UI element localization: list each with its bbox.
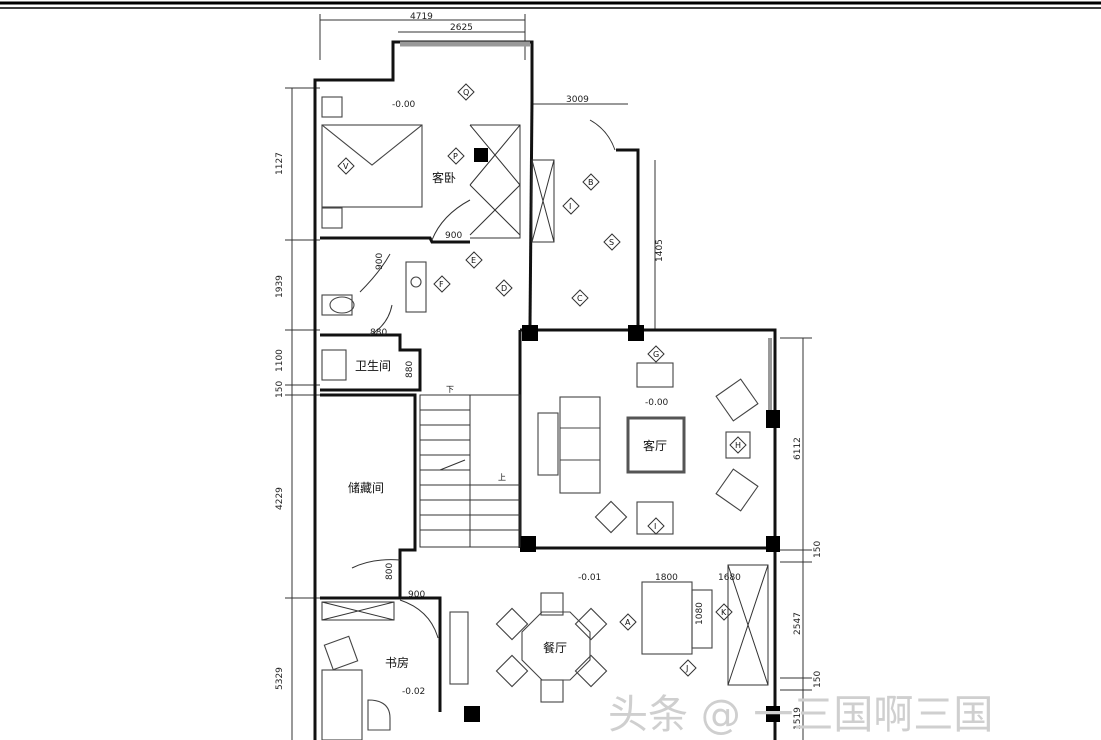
svg-text:V: V (343, 162, 349, 171)
label-dining-room: 餐厅 (543, 640, 567, 655)
dim-door-5: 900 (408, 590, 425, 600)
dim-door-6: 880 (405, 361, 415, 378)
svg-text:G: G (653, 350, 659, 359)
svg-text:F: F (439, 280, 444, 289)
bed (321, 96, 423, 229)
label-study: 书房 (385, 655, 409, 670)
level-study: -0.02 (402, 687, 425, 697)
interior-walls (320, 124, 769, 712)
dim-sofa-depth: 1680 (718, 573, 741, 583)
dim-left-5: 4229 (275, 487, 285, 510)
tag-marker: Q (457, 83, 475, 101)
label-living-room: 客厅 (643, 438, 667, 453)
right-dimension: 1405 6112 150 2547 150 1519 (654, 160, 823, 740)
tag-marker: P (447, 147, 465, 165)
svg-text:I: I (654, 522, 656, 531)
dim-left-4: 150 (275, 381, 285, 398)
dim-door-2: 900 (375, 253, 385, 270)
tag-marker: I (647, 517, 665, 535)
watermark: 头条 @ 一三国啊三国 (608, 692, 993, 738)
left-dimension: 1127 1939 1100 150 4229 5329 (275, 87, 320, 740)
dim-bay: 3009 (566, 95, 589, 105)
dim-right-4: 2547 (793, 612, 803, 635)
svg-text:D: D (501, 284, 507, 293)
dim-top-inner: 2625 (450, 23, 473, 33)
level-dining: -0.01 (578, 573, 601, 583)
dim-right-5: 150 (813, 671, 823, 688)
svg-text:I: I (569, 202, 571, 211)
tag-marker: F (433, 275, 451, 293)
dim-door-3: 880 (370, 328, 387, 338)
top-dimension: 4719 2625 3009 (319, 12, 628, 105)
dim-right-6: 1519 (793, 707, 803, 730)
label-guest-bedroom: 客卧 (432, 170, 456, 185)
dim-left-1: 1127 (275, 152, 285, 175)
index-tags: Q P V B I S E F D C G H I A J K (337, 83, 747, 677)
svg-text:H: H (735, 441, 741, 450)
dim-right-1: 1405 (655, 239, 665, 262)
dim-right-2: 6112 (793, 437, 803, 460)
tag-marker: V (337, 157, 355, 175)
dim-seat: 1080 (695, 602, 705, 625)
tag-marker: G (647, 345, 665, 363)
stair-up-label: 上 (498, 473, 506, 482)
tag-marker: H (729, 436, 747, 454)
dim-sofa-width: 1800 (655, 573, 678, 583)
dim-left-2: 1939 (275, 275, 285, 298)
svg-text:S: S (609, 238, 614, 247)
staircase: 下 上 (419, 385, 521, 548)
study-furniture (321, 635, 391, 740)
svg-text:K: K (721, 608, 727, 617)
svg-text:B: B (588, 178, 594, 187)
label-bathroom: 卫生间 (355, 359, 391, 373)
dim-top-total: 4719 (410, 12, 433, 22)
tag-marker: C (571, 289, 589, 307)
dim-door-1: 900 (445, 231, 462, 241)
svg-text:J: J (685, 664, 688, 673)
svg-text:E: E (471, 256, 476, 265)
svg-text:C: C (577, 294, 583, 303)
tag-marker: I (562, 197, 580, 215)
doors (351, 119, 616, 639)
dim-right-3: 150 (813, 541, 823, 558)
tag-marker: B (582, 173, 600, 191)
columns (464, 148, 780, 722)
svg-text:P: P (453, 152, 458, 161)
tag-marker: E (465, 251, 483, 269)
tag-marker: A (619, 613, 637, 631)
tag-marker: J (679, 659, 697, 677)
label-storage: 储藏间 (348, 480, 384, 495)
tag-marker: K (715, 603, 733, 621)
dining-furniture (449, 581, 713, 703)
dim-left-3: 1100 (275, 349, 285, 372)
dim-door-4: 800 (385, 563, 395, 580)
dim-left-6: 5329 (275, 667, 285, 690)
living-room-furniture (537, 362, 759, 535)
tag-marker: D (495, 279, 513, 297)
level-bedroom: -0.00 (392, 100, 416, 110)
stair-down-label: 下 (446, 385, 454, 394)
bathroom-fixtures (321, 261, 427, 381)
level-living: -0.00 (645, 398, 669, 408)
svg-text:A: A (625, 618, 631, 627)
svg-text:Q: Q (463, 88, 469, 97)
tag-marker: S (603, 233, 621, 251)
